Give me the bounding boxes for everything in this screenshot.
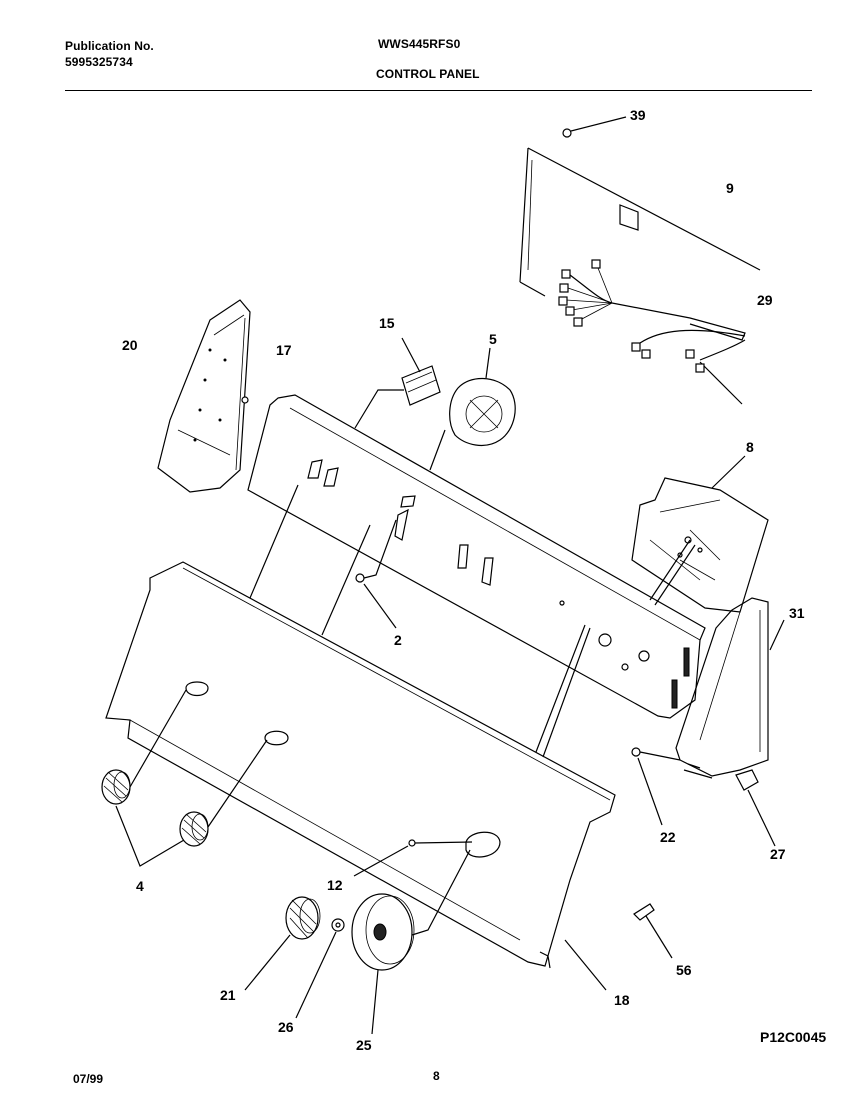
electronic-control-board xyxy=(631,455,769,613)
clip-27 xyxy=(735,769,776,847)
drawing-code: P12C0045 xyxy=(760,1029,827,1045)
section-title: CONTROL PANEL xyxy=(376,67,480,81)
callout-22: 22 xyxy=(660,829,676,845)
washer-26 xyxy=(295,918,345,1019)
callout-labels: 39 9 29 20 17 15 5 8 2 31 22 27 4 12 56 … xyxy=(122,107,805,1053)
screw-39 xyxy=(562,116,627,138)
header-rule xyxy=(65,90,812,91)
callout-56: 56 xyxy=(676,962,692,978)
callout-8: 8 xyxy=(746,439,754,455)
right-end-bracket xyxy=(675,597,785,779)
wiring-harness xyxy=(558,259,746,373)
callout-9: 9 xyxy=(726,180,734,196)
callout-2: 2 xyxy=(394,632,402,648)
control-panel-housing xyxy=(105,561,616,991)
screw-2 xyxy=(355,519,397,629)
callout-21: 21 xyxy=(220,987,236,1003)
callout-26: 26 xyxy=(278,1019,294,1035)
publication-label: Publication No. xyxy=(65,39,154,53)
callout-18: 18 xyxy=(614,992,630,1008)
page-number: 8 xyxy=(433,1069,440,1083)
callout-15: 15 xyxy=(379,315,395,331)
callout-29: 29 xyxy=(757,292,773,308)
callout-5: 5 xyxy=(489,331,497,347)
left-end-bracket xyxy=(157,299,251,493)
callout-39: 39 xyxy=(630,107,646,123)
knob-lower xyxy=(179,811,209,847)
timer-knob xyxy=(244,896,321,991)
callout-12: 12 xyxy=(327,877,343,893)
assembly-leader-lines xyxy=(249,484,591,758)
control-panel-board xyxy=(247,394,706,719)
dial-25 xyxy=(351,849,471,1035)
screw-22 xyxy=(631,747,681,826)
publication-number: 5995325734 xyxy=(65,55,133,69)
callout-27: 27 xyxy=(770,846,786,862)
callout-17: 17 xyxy=(276,342,292,358)
control-module xyxy=(354,337,441,429)
callout-4: 4 xyxy=(136,878,144,894)
screw-12 xyxy=(353,839,473,877)
footer-date: 07/99 xyxy=(73,1072,104,1086)
screw-56 xyxy=(633,903,673,959)
selector-knobs xyxy=(101,689,268,867)
rear-cover-panel xyxy=(519,147,761,405)
callout-25: 25 xyxy=(356,1037,372,1053)
timer xyxy=(429,347,516,471)
knob-upper xyxy=(101,769,131,805)
model-number: WWS445RFS0 xyxy=(378,37,461,51)
callout-20: 20 xyxy=(122,337,138,353)
callout-31: 31 xyxy=(789,605,805,621)
